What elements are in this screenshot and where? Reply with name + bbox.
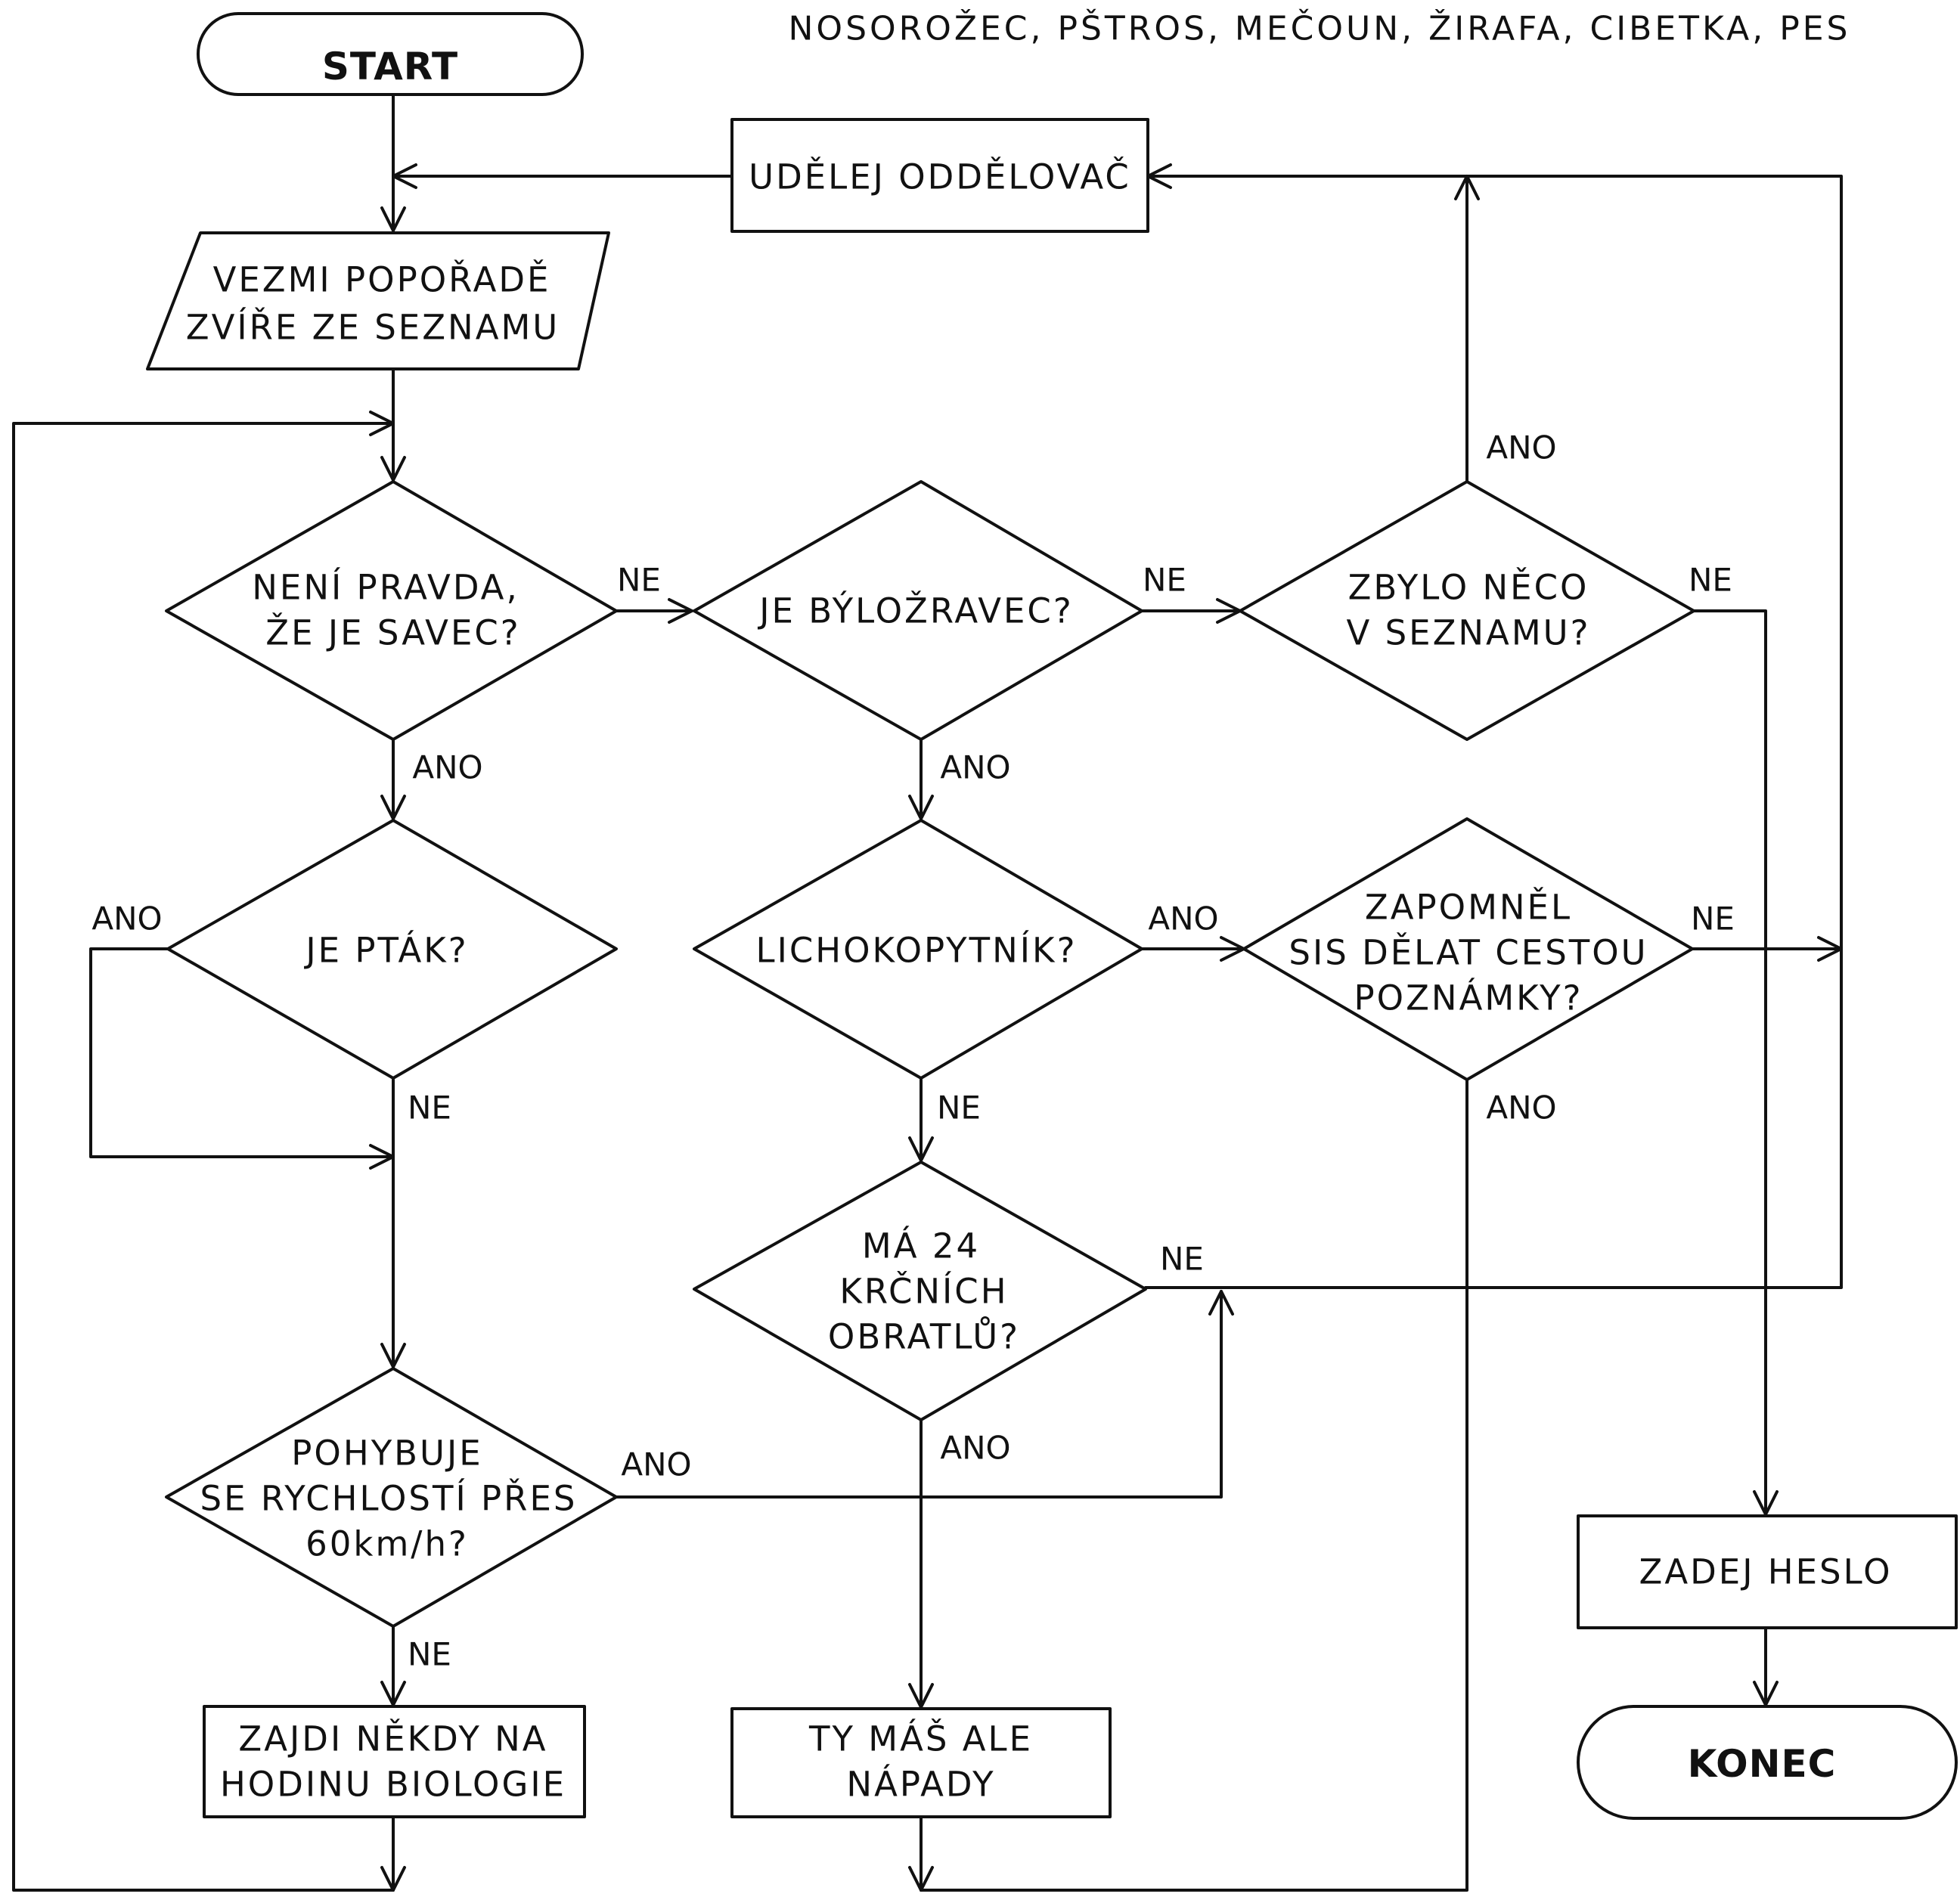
start-label: START xyxy=(322,45,458,88)
arrowhead xyxy=(380,1866,406,1892)
forgot-notes-line-2: SIS DĚLAT CESTOU xyxy=(1289,933,1648,973)
arrowhead xyxy=(380,1343,406,1368)
biology-line-2: HODINU BIOLOGIE xyxy=(220,1765,566,1805)
speed-decision: POHYBUJE SE RYCHLOSTÍ PŘES 60km/h? xyxy=(165,1367,618,1628)
speed-line-3: 60km/h? xyxy=(305,1524,469,1564)
forgot-notes-line-3: POZNÁMKY? xyxy=(1354,978,1583,1018)
start-terminal: START xyxy=(197,12,584,96)
ideas-line-1: TY MÁŠ ALE xyxy=(808,1719,1033,1759)
password-process: ZADEJ HESLO xyxy=(1577,1514,1958,1629)
biology-line-1: ZAJDI NĚKDY NA xyxy=(238,1719,547,1759)
edge-label: NE xyxy=(408,1636,451,1673)
connectors xyxy=(12,93,1843,1892)
connector-anything-left-no xyxy=(1692,609,1767,1516)
connector-speed-yes xyxy=(615,1290,1223,1499)
edge-label: NE xyxy=(408,1089,451,1127)
arrowhead xyxy=(1817,936,1843,962)
separator-label: UDĚLEJ ODDĚLOVAČ xyxy=(749,157,1131,197)
not-mammal-line-2: ŽE JE SAVEC? xyxy=(265,613,520,653)
arrowhead xyxy=(1208,1290,1234,1316)
anything-left-line-2: V SEZNAMU? xyxy=(1346,613,1590,653)
connector-forgot-yes xyxy=(920,1080,1468,1892)
edge-labels: NE ANO NE ANO ANO NE ANO NE ANO NE NE AN… xyxy=(91,429,1735,1673)
connector-right-trunk xyxy=(1144,175,1843,1289)
arrowhead xyxy=(392,163,417,189)
forgot-notes-decision: ZAPOMNĚL SIS DĚLAT CESTOU POZNÁMKY? xyxy=(1242,817,1694,1081)
odd-toed-label: LICHOKOPYTNÍK? xyxy=(756,931,1078,971)
take-animal-line-2: ZVÍŘE ZE SEZNAMU xyxy=(186,308,560,348)
anything-left-decision: ZBYLO NĚCO V SEZNAMU? xyxy=(1239,480,1695,741)
animal-list: NOSOROŽEC, PŠTROS, MEČOUN, ŽIRAFA, CIBET… xyxy=(789,8,1851,48)
arrowhead xyxy=(380,206,406,232)
edge-label: NE xyxy=(617,562,661,599)
edge-label: ANO xyxy=(621,1446,691,1483)
edge-label: ANO xyxy=(1486,1089,1556,1127)
edge-label: NE xyxy=(1160,1241,1204,1278)
herbivore-decision: JE BÝLOŽRAVEC? xyxy=(693,480,1143,741)
edge-label: NE xyxy=(1689,562,1732,599)
take-animal-input: VEZMI POPOŘADĚ ZVÍŘE ZE SEZNAMU xyxy=(146,231,610,370)
biology-process: ZAJDI NĚKDY NA HODINU BIOLOGIE xyxy=(203,1705,586,1818)
edge-label: NE xyxy=(937,1089,981,1127)
speed-line-1: POHYBUJE xyxy=(291,1433,482,1474)
edge-label: NE xyxy=(1143,562,1186,599)
not-mammal-line-1: NENÍ PRAVDA, xyxy=(252,568,519,608)
end-label: KONEC xyxy=(1688,1742,1837,1786)
anything-left-line-1: ZBYLO NĚCO xyxy=(1348,568,1589,608)
arrowhead xyxy=(380,795,406,820)
arrowhead xyxy=(369,411,395,436)
vertebrae-line-2: KRČNÍCH xyxy=(839,1272,1008,1312)
arrowhead xyxy=(668,598,693,624)
forgot-notes-line-1: ZAPOMNĚL xyxy=(1365,888,1572,928)
vertebrae-line-1: MÁ 24 xyxy=(862,1226,980,1266)
edge-label: NE xyxy=(1691,900,1735,938)
herbivore-label: JE BÝLOŽRAVEC? xyxy=(757,591,1074,631)
not-mammal-decision: NENÍ PRAVDA, ŽE JE SAVEC? xyxy=(165,480,618,741)
take-animal-line-1: VEZMI POPOŘADĚ xyxy=(213,260,551,300)
speed-line-2: SE RYCHLOSTÍ PŘES xyxy=(200,1479,578,1519)
vertebrae-line-3: OBRATLŮ? xyxy=(828,1317,1020,1357)
edge-label: ANO xyxy=(1486,429,1556,466)
end-terminal: KONEC xyxy=(1577,1705,1958,1820)
ideas-process: TY MÁŠ ALE NÁPADY xyxy=(730,1707,1112,1818)
edge-label: ANO xyxy=(940,749,1010,786)
odd-toed-decision: LICHOKOPYTNÍK? xyxy=(693,819,1143,1080)
edge-label: ANO xyxy=(91,900,162,938)
edge-label: ANO xyxy=(412,749,482,786)
arrowhead xyxy=(908,1866,934,1892)
separator-process: UDĚLEJ ODDĚLOVAČ xyxy=(730,118,1149,233)
edge-label: ANO xyxy=(940,1430,1010,1467)
ideas-line-2: NÁPADY xyxy=(846,1765,995,1805)
bird-decision: JE PTÁK? xyxy=(166,819,618,1080)
password-label: ZADEJ HESLO xyxy=(1639,1552,1893,1592)
bird-label: JE PTÁK? xyxy=(303,931,468,971)
vertebrae-decision: MÁ 24 KRČNÍCH OBRATLŮ? xyxy=(693,1161,1147,1421)
edge-label: ANO xyxy=(1148,900,1218,938)
connector-bird-yes-loop xyxy=(89,947,395,1158)
